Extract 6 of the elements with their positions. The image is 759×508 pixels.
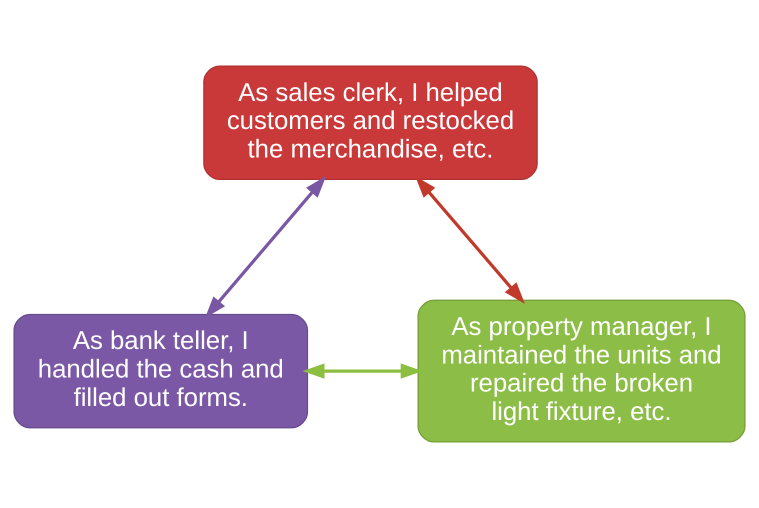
arrow bbox=[302, 363, 423, 379]
node-box: As sales clerk, I helped customers and restocked the merchandise, etc. bbox=[203, 66, 538, 180]
arrow bbox=[415, 176, 525, 304]
arrow bbox=[205, 176, 326, 318]
node-box: As property manager, I maintained the units and repaired the broken light fixture, etc. bbox=[417, 300, 746, 442]
node-box: As bank teller, I handled the cash and filled out forms. bbox=[13, 314, 308, 428]
